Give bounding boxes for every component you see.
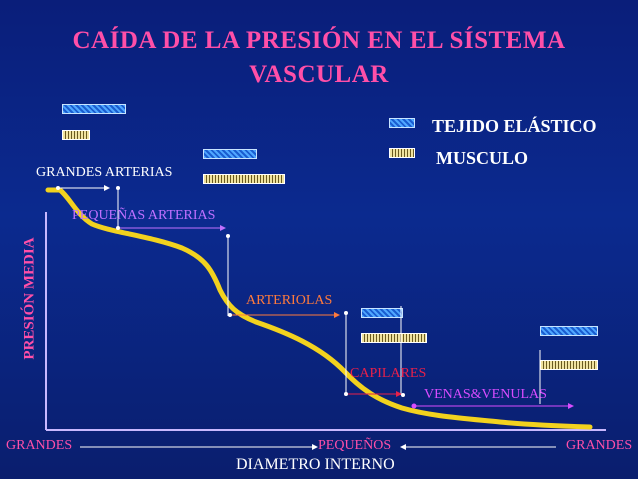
venas-start-dot [411, 403, 417, 409]
pequenas-arterias-elastic-bar [203, 149, 257, 159]
x-label-grandes-left: GRANDES [6, 438, 73, 453]
label-venas: VENAS&VENULAS [424, 387, 547, 402]
capilares-end-dot [401, 393, 405, 397]
venas-arrowhead [568, 403, 574, 409]
x-label-grandes-right: GRANDES [566, 438, 633, 453]
legend-muscle-label: MUSCULO [436, 148, 529, 168]
capilares-start-dot [344, 392, 348, 396]
arteriolas-elastic-bar [361, 308, 403, 318]
venas-elastic-bar [540, 326, 598, 336]
x-arrow-right-head [400, 444, 406, 450]
pressure-curve [45, 187, 593, 430]
label-capilares: CAPILARES [350, 366, 427, 381]
page-title: CAÍDA DE LA PRESIÓN EN EL SÍSTEMA [72, 27, 566, 54]
legend-muscle-swatch [389, 148, 415, 158]
arteriolas-muscle-bar [361, 333, 427, 343]
grandes-arterias-arrowhead [104, 185, 110, 191]
grandes-arterias-muscle-bar [62, 130, 90, 140]
x-label-pequenos: PEQUEÑOS [318, 438, 392, 453]
legend-elastic-swatch [389, 118, 415, 128]
grandes-arterias-elastic-bar [62, 104, 126, 114]
grandes-arterias-start-dot [56, 186, 60, 190]
arteriolas-start-dot [228, 313, 232, 317]
legend-elastic-label: TEJIDO ELÁSTICO [432, 116, 597, 136]
arteriolas-arrowhead [334, 312, 340, 318]
pequenas-arterias-arrowhead [220, 225, 226, 231]
label-grandes-arterias: GRANDES ARTERIAS [36, 165, 173, 180]
y-axis-label: PRESIÓN MEDIA [21, 237, 38, 360]
label-arteriolas: ARTERIOLAS [246, 293, 333, 308]
page-title-line2: VASCULAR [249, 61, 389, 88]
pequenas-arterias-start-dot [116, 226, 120, 230]
capilares-arrowhead [396, 391, 402, 397]
pequenas-arterias-muscle-bar [203, 174, 285, 184]
x-axis-title: DIAMETRO INTERNO [236, 456, 395, 473]
label-pequenas-arterias: PEQUEÑAS ARTERIAS [72, 208, 216, 223]
x-arrow-left-head [312, 444, 318, 450]
